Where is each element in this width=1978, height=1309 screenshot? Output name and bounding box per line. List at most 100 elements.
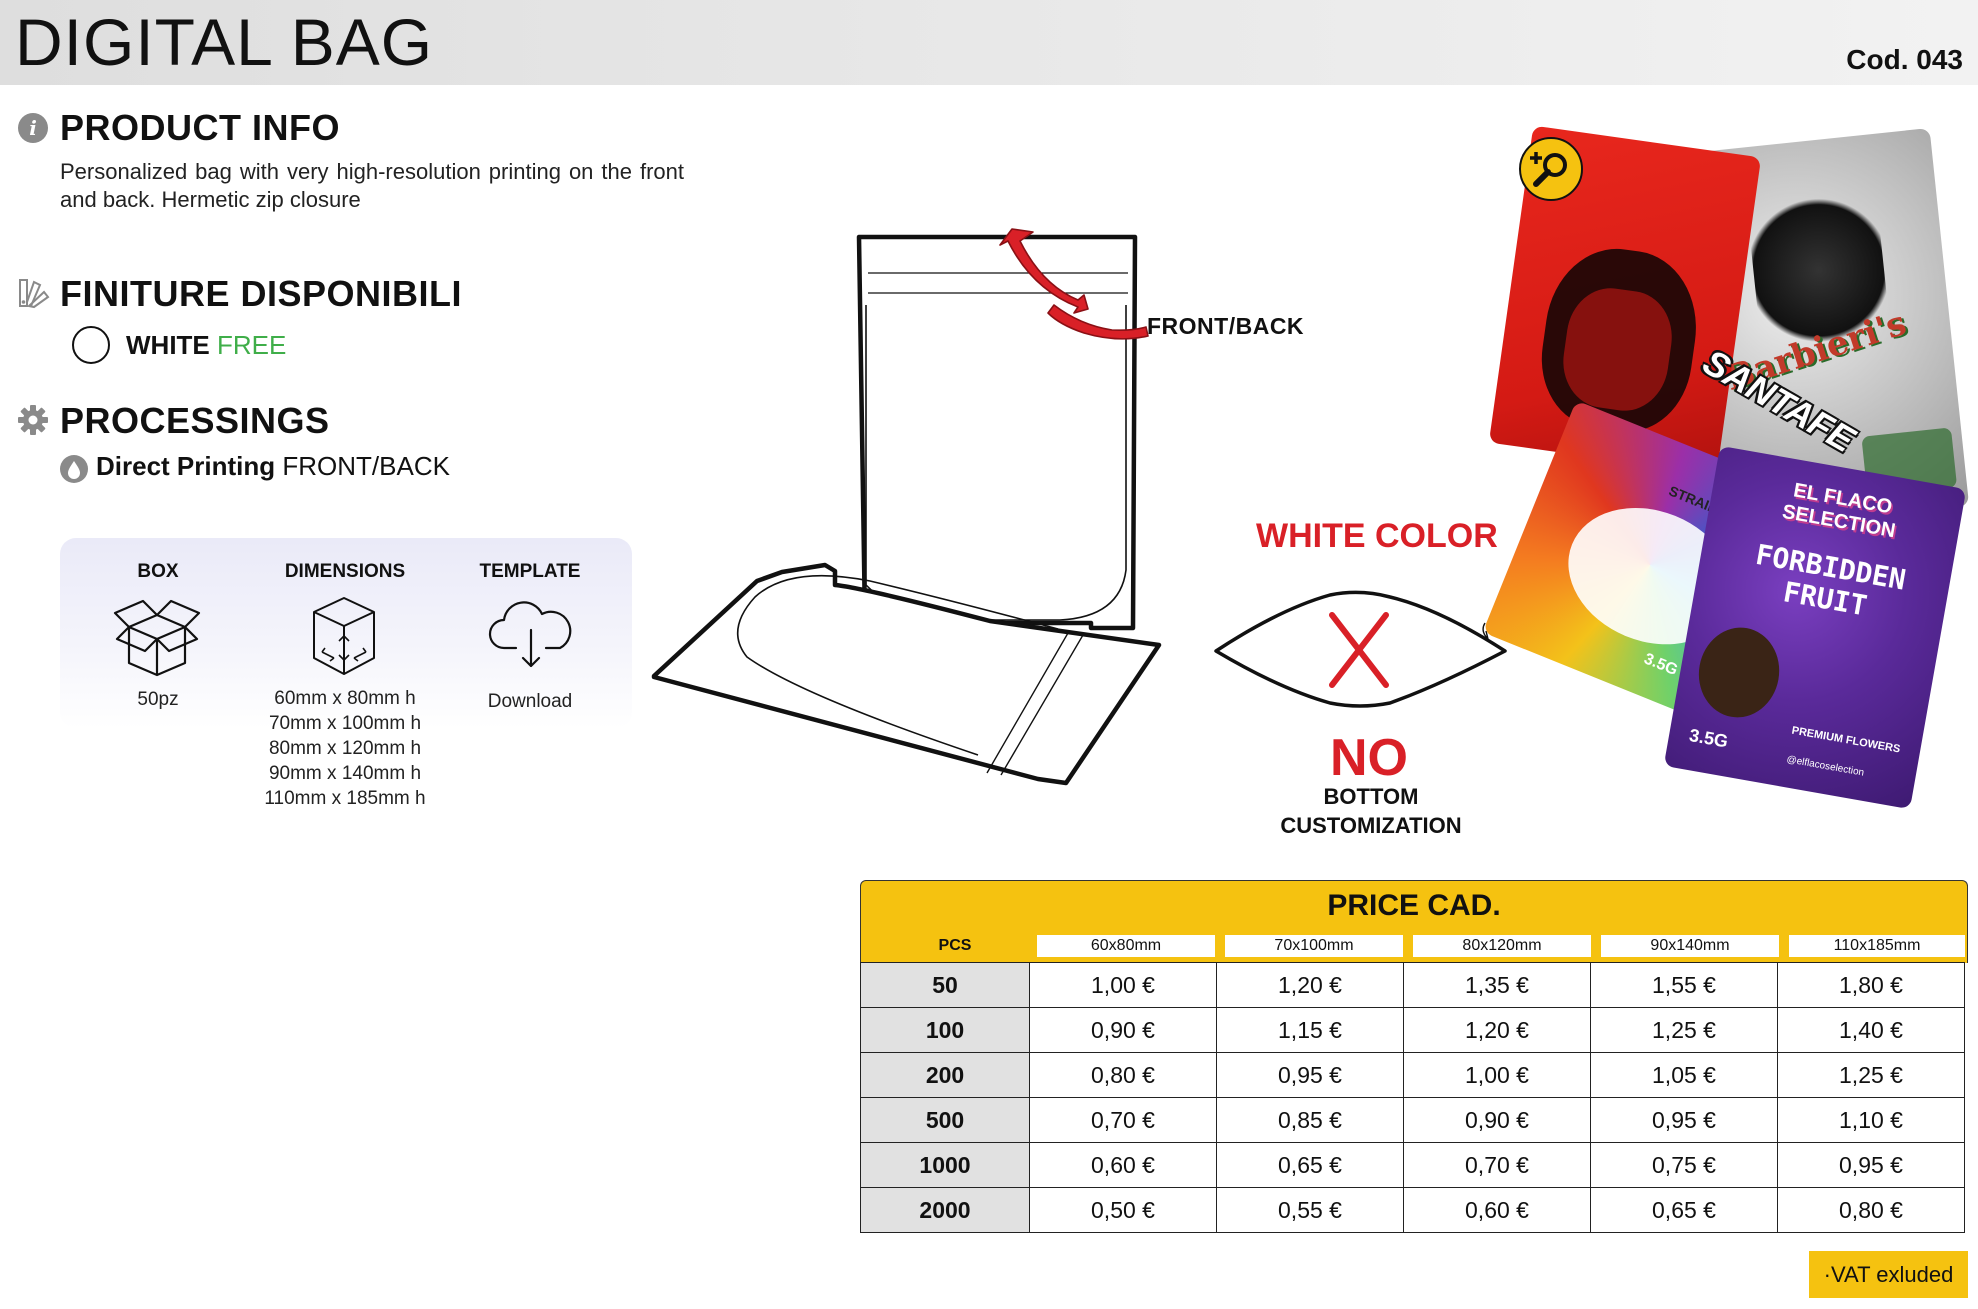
product-info-title: PRODUCT INFO: [60, 107, 340, 148]
price-cell: 0,70 €: [1403, 1142, 1591, 1188]
el-flaco-logo: EL FLACO SELECTION: [1780, 479, 1898, 543]
no-customization-label: BOTTOM CUSTOMIZATION: [1276, 782, 1466, 840]
direct-printing-bold: Direct Printing: [96, 451, 276, 481]
processings-title: PROCESSINGS: [60, 400, 330, 441]
price-cell: 0,65 €: [1590, 1187, 1778, 1233]
gear-icon: [18, 405, 48, 435]
ink-drop-icon: [60, 455, 88, 483]
dimension-item: 70mm x 100mm h: [268, 713, 422, 734]
price-cell: 0,90 €: [1029, 1007, 1217, 1053]
price-cell: 0,50 €: [1029, 1187, 1217, 1233]
price-cell: 0,60 €: [1029, 1142, 1217, 1188]
no-custom-line: BOTTOM: [1323, 784, 1419, 809]
finish-name: WHITE: [126, 330, 210, 360]
product-code: Cod. 043: [1846, 44, 1963, 75]
white-finish-swatch[interactable]: [72, 326, 110, 364]
price-cell: 0,80 €: [1777, 1187, 1965, 1233]
price-cell: 1,20 €: [1216, 962, 1404, 1008]
price-cell: 1,40 €: [1777, 1007, 1965, 1053]
dimensions-list: 60mm x 80mm h 70mm x 100mm h 80mm x 120m…: [250, 686, 440, 811]
dimension-item: 90mm x 140mm h: [268, 763, 422, 784]
cross-icon: [1329, 612, 1389, 688]
instagram-handle: @elflacoselection: [1785, 754, 1865, 779]
swatch-icon: [19, 279, 50, 309]
dimension-item: 110mm x 185mm h: [264, 788, 426, 809]
pcs-header: PCS: [938, 937, 972, 954]
finish-price: FREE: [217, 330, 287, 360]
price-table-header: PRICE CAD. PCS 60x80mm 70x100mm 80x120mm…: [860, 880, 1968, 963]
price-cell: 1,05 €: [1590, 1052, 1778, 1098]
box-label: BOX: [137, 561, 179, 582]
price-table-title: PRICE CAD.: [1327, 889, 1501, 922]
zoom-plus-icon[interactable]: [1518, 136, 1584, 202]
price-cell: 0,95 €: [1777, 1142, 1965, 1188]
price-cell: 0,85 €: [1216, 1097, 1404, 1143]
forbidden-fruit-title: FORBIDDEN FRUIT: [1724, 535, 1932, 633]
price-cell: 1,25 €: [1777, 1052, 1965, 1098]
product-description: Personalized bag with very high-resoluti…: [60, 159, 684, 212]
info-icon: i: [18, 113, 48, 143]
price-cell: 1,55 €: [1590, 962, 1778, 1008]
size-header: 70x100mm: [1225, 935, 1403, 957]
price-cell: 0,95 €: [1216, 1052, 1404, 1098]
santafe-weight: 3.5G: [1641, 650, 1681, 680]
size-header: 110x185mm: [1789, 935, 1965, 957]
template-label: TEMPLATE: [479, 561, 581, 582]
template-download-link[interactable]: Download: [487, 691, 573, 712]
cube-icon: [313, 597, 375, 675]
white-color-label: WHITE COLOR: [1256, 517, 1498, 555]
price-cell: 1,15 €: [1216, 1007, 1404, 1053]
size-header: 60x80mm: [1037, 935, 1215, 957]
price-cell: 0,80 €: [1029, 1052, 1217, 1098]
price-cell: 0,70 €: [1029, 1097, 1217, 1143]
qty-cell: 500: [860, 1097, 1030, 1143]
front-back-label: FRONT/BACK: [1147, 313, 1305, 339]
bag-drawing: [651, 228, 1162, 786]
qty-cell: 100: [860, 1007, 1030, 1053]
price-cell: 1,10 €: [1777, 1097, 1965, 1143]
box-value: 50pz: [137, 689, 179, 710]
price-cell: 0,60 €: [1403, 1187, 1591, 1233]
price-cell: 0,95 €: [1590, 1097, 1778, 1143]
qty-cell: 2000: [860, 1187, 1030, 1233]
no-custom-line: CUSTOMIZATION: [1280, 813, 1462, 838]
qty-cell: 1000: [860, 1142, 1030, 1188]
premium-flowers-text: PREMIUM FLOWERS: [1790, 724, 1902, 756]
page-title: DIGITAL BAG: [15, 5, 434, 79]
size-header: 80x120mm: [1413, 935, 1591, 957]
forbidden-fruit-weight: 3.5G: [1687, 724, 1730, 752]
dimension-item: 80mm x 120mm h: [268, 738, 422, 759]
box-icon: [113, 599, 201, 677]
cloud-download-icon[interactable]: [486, 600, 578, 670]
header-bar: [0, 0, 1978, 85]
dimensions-label: DIMENSIONS: [284, 561, 406, 582]
bag-photo-collage[interactable]: Barbieri's STRAIN: 3.5G SANTAFE EL FLACO…: [1482, 110, 1978, 840]
qty-cell: 200: [860, 1052, 1030, 1098]
white-finish-label: WHITE FREE: [126, 330, 286, 361]
price-cell: 0,65 €: [1216, 1142, 1404, 1188]
price-cell: 1,00 €: [1403, 1052, 1591, 1098]
price-cell: 1,00 €: [1029, 962, 1217, 1008]
no-label: NO: [1330, 729, 1408, 787]
finishes-title: FINITURE DISPONIBILI: [60, 273, 463, 314]
price-cell: 0,75 €: [1590, 1142, 1778, 1188]
qty-cell: 50: [860, 962, 1030, 1008]
size-header: 90x140mm: [1601, 935, 1779, 957]
spec-panel: [60, 538, 632, 728]
dimension-item: 60mm x 80mm h: [274, 688, 416, 709]
direct-printing-label: Direct Printing FRONT/BACK: [96, 451, 450, 482]
price-cell: 0,90 €: [1403, 1097, 1591, 1143]
price-cell: 1,20 €: [1403, 1007, 1591, 1053]
price-cell: 1,35 €: [1403, 962, 1591, 1008]
direct-printing-sides: FRONT/BACK: [282, 451, 450, 481]
vat-note: ·VAT exluded: [1809, 1251, 1968, 1298]
price-cell: 0,55 €: [1216, 1187, 1404, 1233]
bag-bottom-diagram: [1214, 590, 1507, 708]
